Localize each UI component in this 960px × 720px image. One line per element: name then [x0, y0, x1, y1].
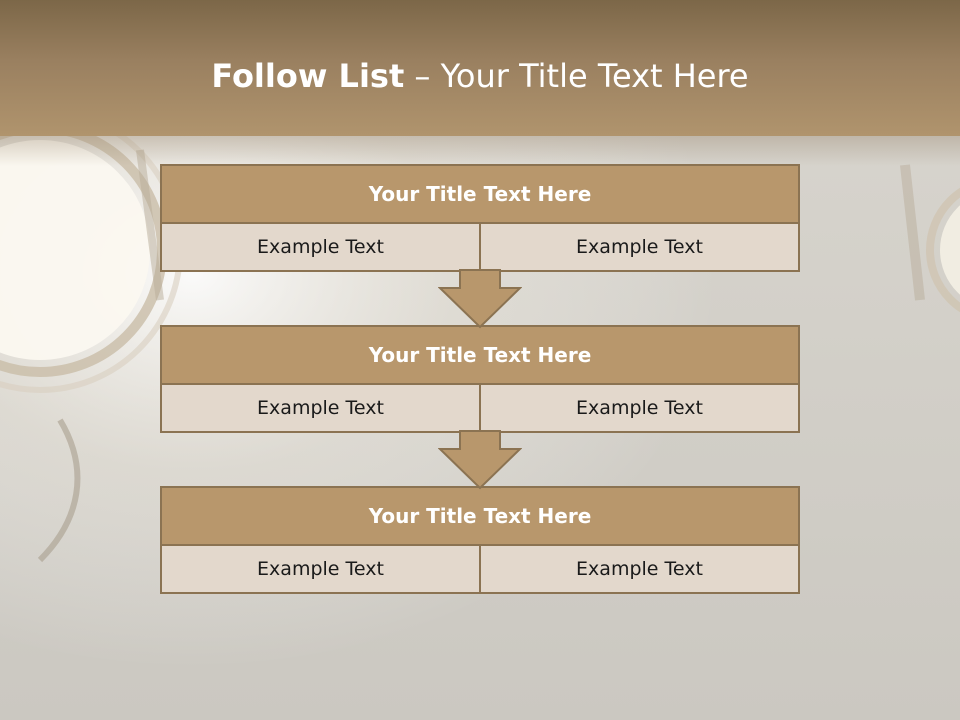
- slide-title-bold: Follow List: [211, 57, 405, 95]
- list-block-3: Your Title Text Here Example Text Exampl…: [160, 486, 800, 594]
- block-cell-left: Example Text: [162, 224, 479, 270]
- block-title: Your Title Text Here: [162, 327, 798, 385]
- block-title: Your Title Text Here: [162, 488, 798, 546]
- block-cell-left: Example Text: [162, 546, 479, 592]
- block-cell-right: Example Text: [479, 224, 798, 270]
- list-block-2: Your Title Text Here Example Text Exampl…: [160, 325, 800, 433]
- slide-title-rest: – Your Title Text Here: [404, 57, 749, 95]
- block-row: Example Text Example Text: [162, 385, 798, 431]
- block-cell-left: Example Text: [162, 385, 479, 431]
- block-row: Example Text Example Text: [162, 224, 798, 270]
- slide-title: Follow List – Your Title Text Here: [0, 56, 960, 96]
- down-arrow-icon: [438, 430, 522, 490]
- block-row: Example Text Example Text: [162, 546, 798, 592]
- down-arrow-icon: [438, 269, 522, 329]
- block-cell-right: Example Text: [479, 546, 798, 592]
- block-title: Your Title Text Here: [162, 166, 798, 224]
- list-block-1: Your Title Text Here Example Text Exampl…: [160, 164, 800, 272]
- title-banner: Follow List – Your Title Text Here: [0, 0, 960, 136]
- header-shadow: [0, 136, 960, 166]
- block-cell-right: Example Text: [479, 385, 798, 431]
